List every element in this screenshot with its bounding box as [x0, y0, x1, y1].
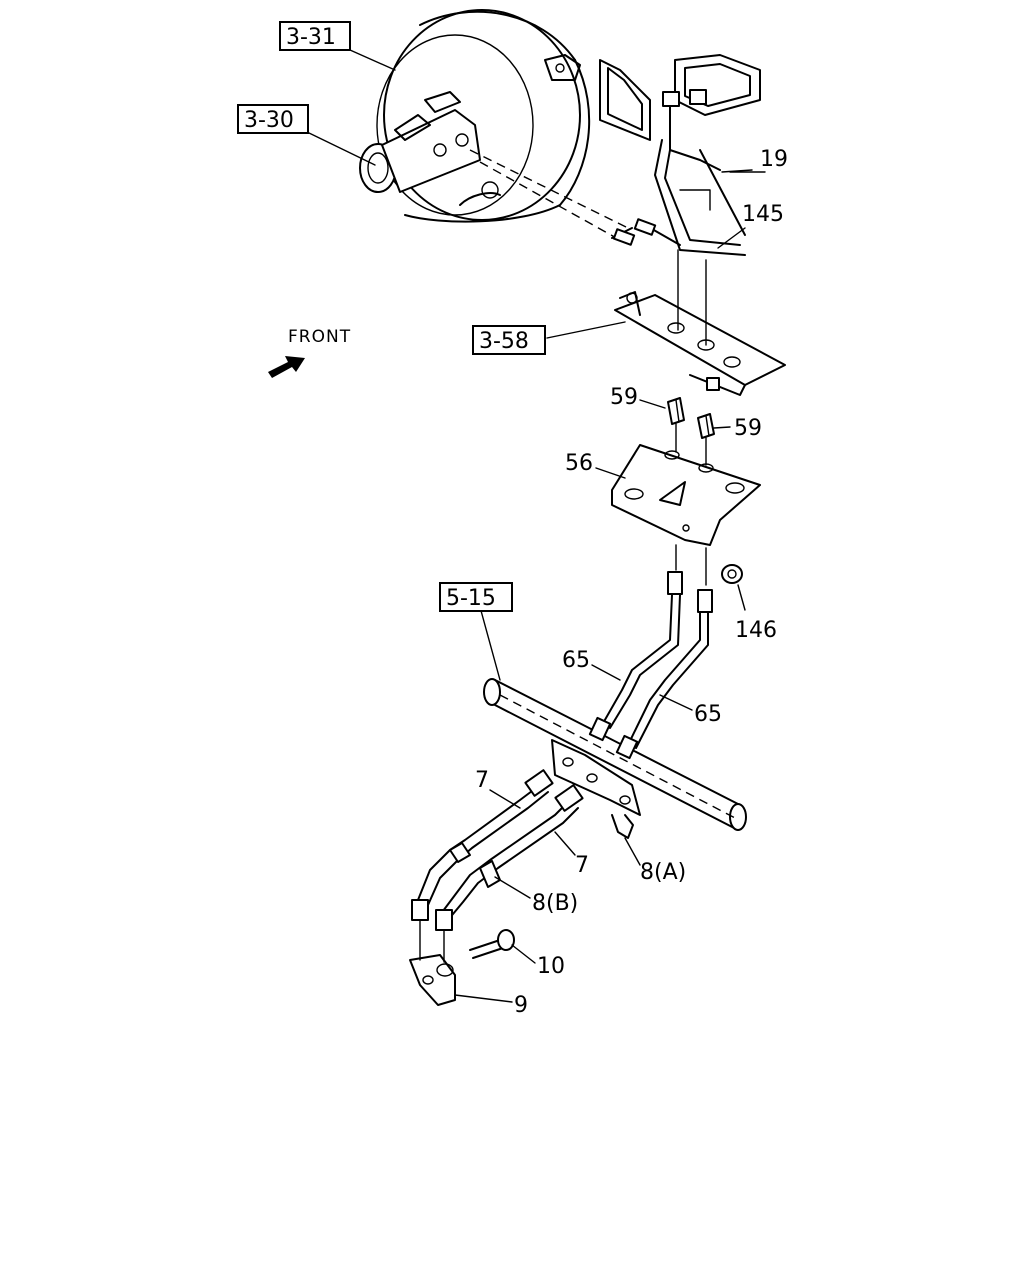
- svg-text:3-58: 3-58: [479, 329, 529, 354]
- callout-65-lower: 65: [694, 702, 722, 727]
- brake-booster: [376, 9, 591, 223]
- pipe-nut-right: [697, 413, 715, 439]
- callout-65-upper: 65: [562, 648, 590, 673]
- callout-59-left: 59: [610, 385, 638, 410]
- ref-box-3-58: 3-58: [472, 325, 546, 355]
- svg-text:3-30: 3-30: [244, 108, 294, 133]
- brake-pipe-65: [588, 571, 713, 760]
- callout-56: 56: [565, 451, 593, 476]
- master-cylinder: [359, 91, 481, 193]
- pipe-nut-left: [667, 397, 685, 425]
- clip-8b: [449, 842, 501, 888]
- callout-10: 10: [537, 954, 565, 979]
- pipe-bundle-upper: [599, 54, 761, 256]
- three-way-joint-9: [409, 954, 456, 1006]
- callout-19: 19: [760, 147, 788, 172]
- callout-7-upper: 7: [475, 768, 489, 793]
- leader-lines: [306, 49, 766, 1003]
- clip-8a: [611, 814, 634, 839]
- frame-member: [483, 678, 747, 831]
- union-bolt-10: [469, 929, 515, 959]
- front-label: FRONT: [288, 327, 351, 347]
- callout-8a: 8(A): [640, 860, 686, 885]
- front-direction-indicator: FRONT: [268, 327, 351, 378]
- callout-8b: 8(B): [532, 891, 578, 916]
- lower-bracket-56: [611, 444, 761, 546]
- svg-text:3-31: 3-31: [286, 25, 336, 50]
- callout-7-lower: 7: [575, 853, 589, 878]
- mount-plate: [551, 739, 641, 816]
- upper-bracket: [614, 291, 786, 396]
- arrow-icon: [268, 356, 305, 378]
- svg-text:5-15: 5-15: [446, 586, 496, 611]
- callout-146: 146: [735, 618, 777, 643]
- ref-box-3-31: 3-31: [279, 21, 351, 51]
- ref-box-5-15: 5-15: [439, 582, 513, 612]
- callout-59-right: 59: [734, 416, 762, 441]
- callout-145: 145: [742, 202, 784, 227]
- callout-9: 9: [514, 993, 528, 1018]
- nut-146: [721, 564, 743, 584]
- ref-box-3-30: 3-30: [237, 104, 309, 134]
